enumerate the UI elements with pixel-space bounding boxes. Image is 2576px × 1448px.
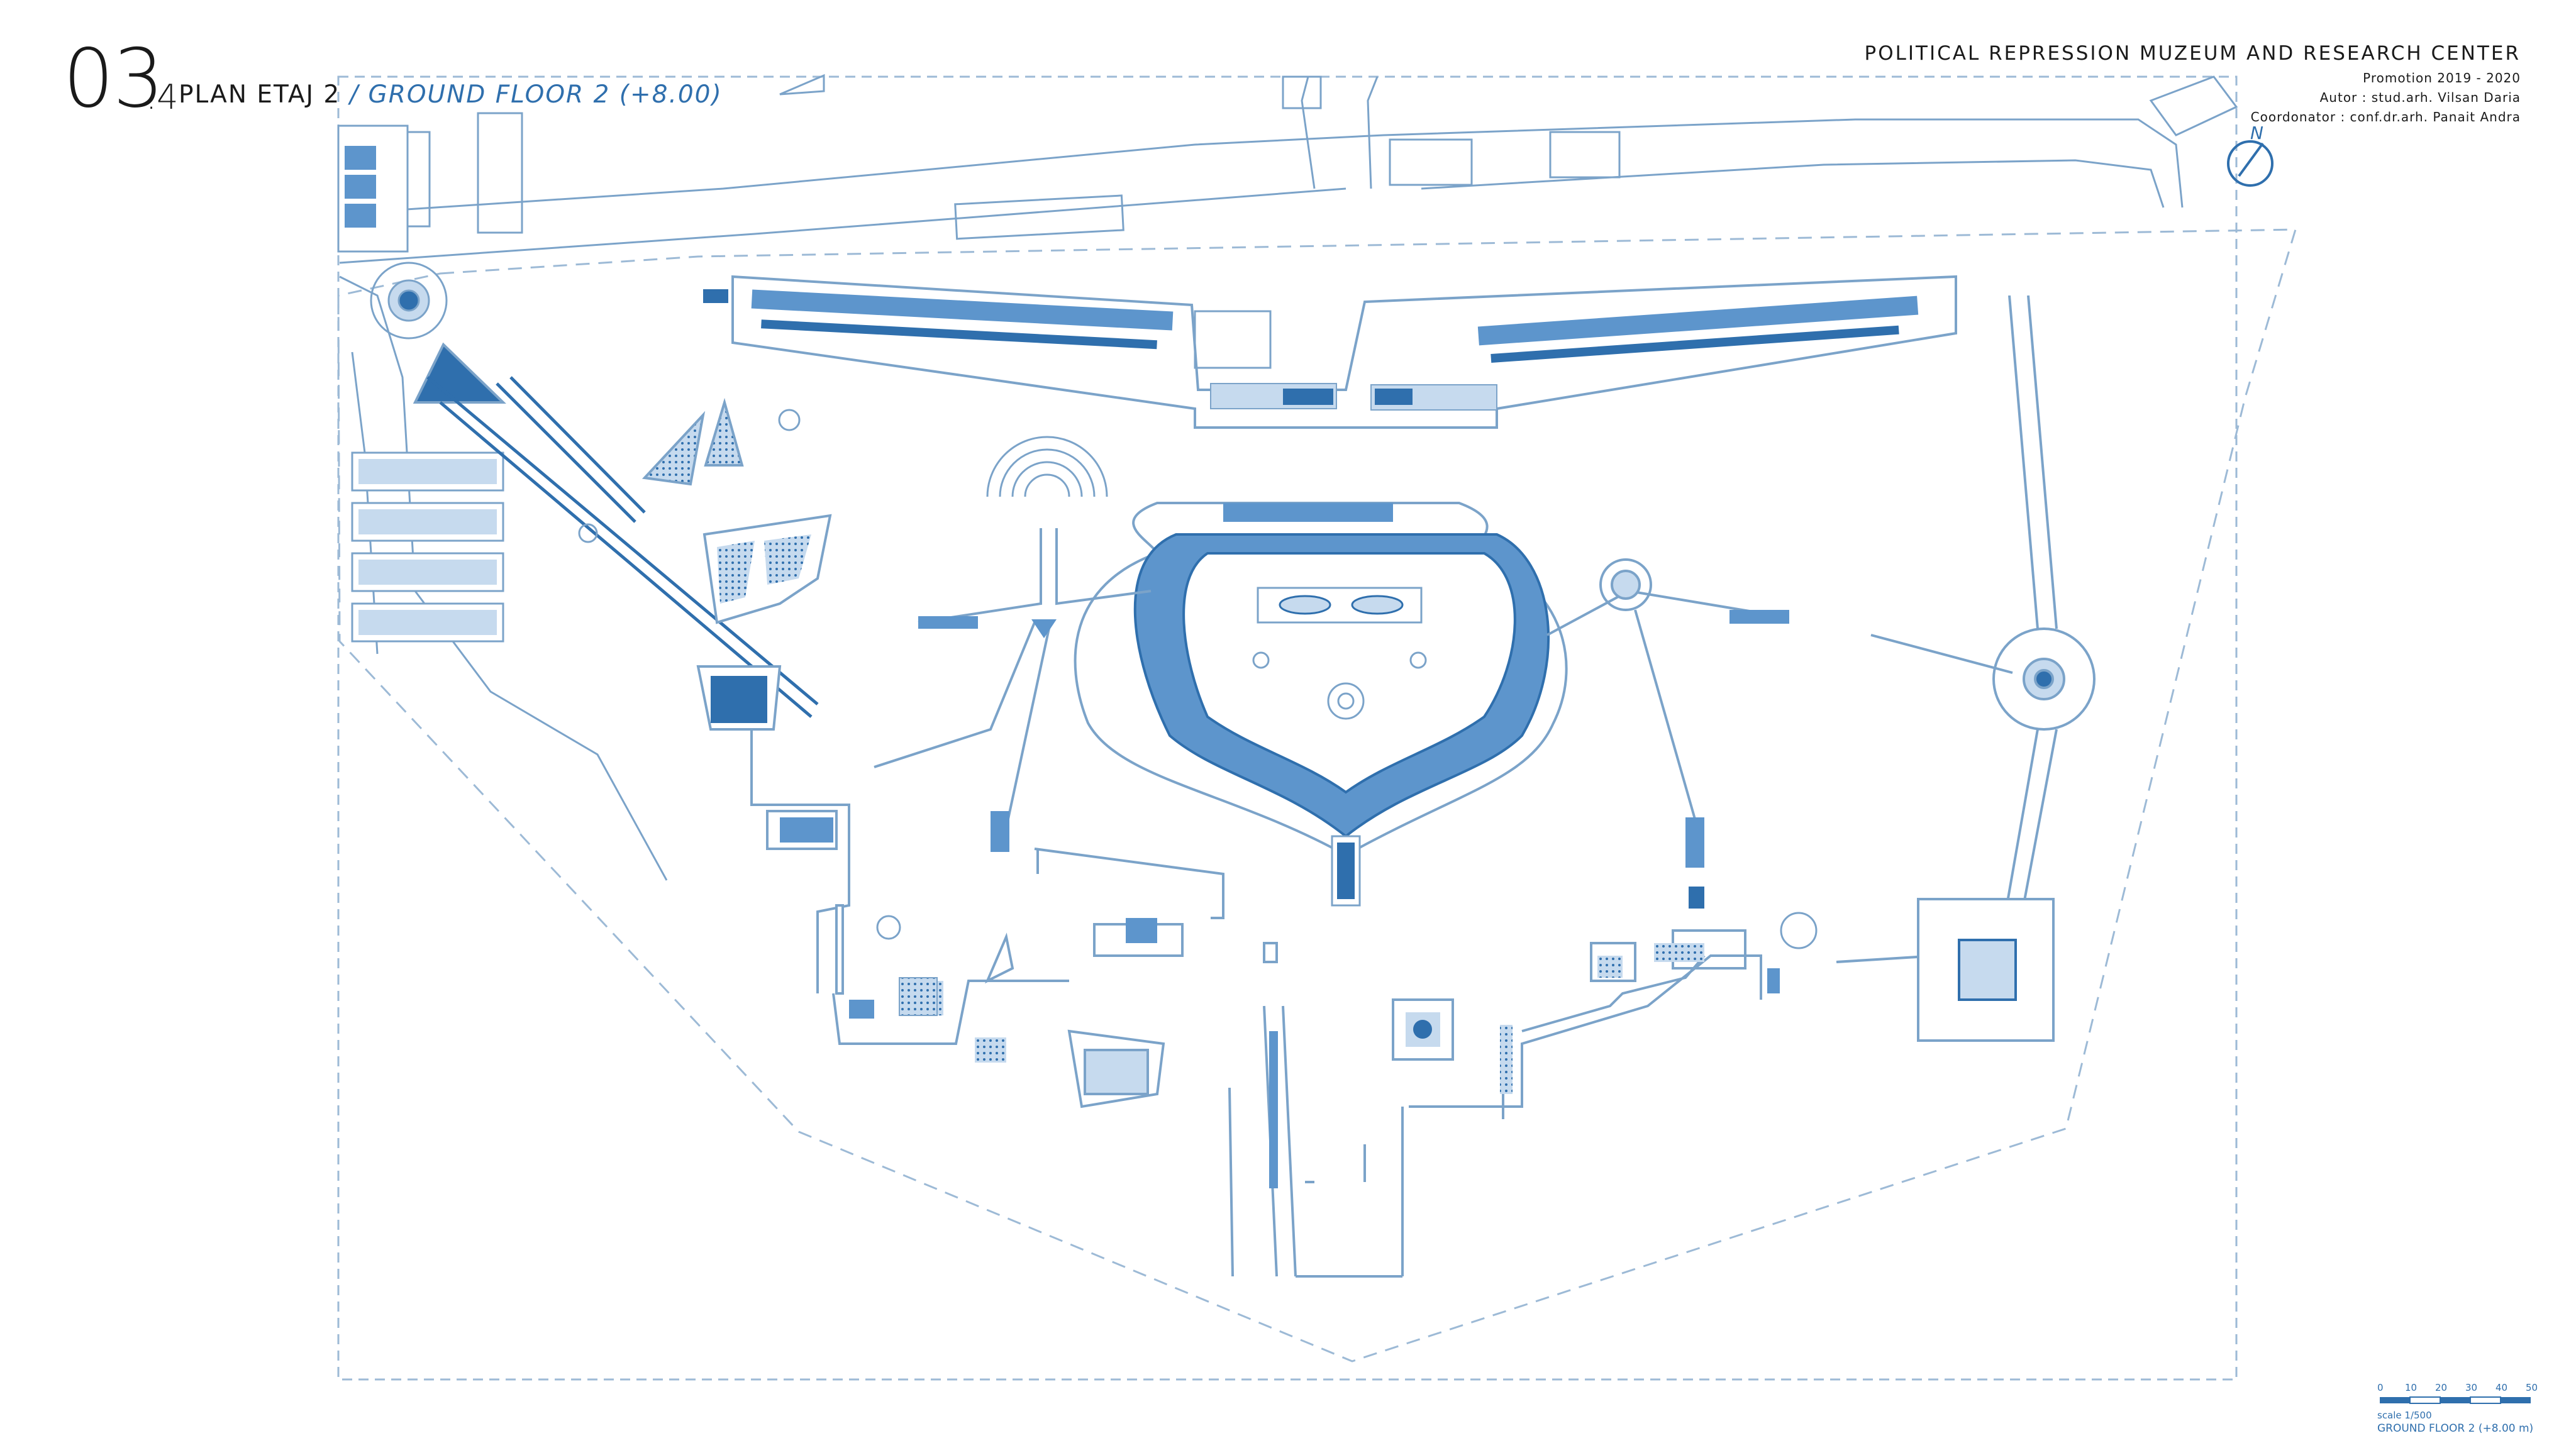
promotion-text: Promotion 2019 - 2020 — [2363, 70, 2521, 86]
scale-tick-20: 20 — [2435, 1382, 2448, 1393]
south-plaza — [1392, 998, 1454, 1061]
central-building — [1074, 502, 1568, 907]
middle-elements — [985, 848, 1278, 984]
coordinator-text: Coordonator : conf.dr.arh. Panait Andra — [2250, 109, 2521, 124]
parking-top-left — [337, 124, 431, 253]
author-text: Autor : stud.arh. Vilsan Daria — [2319, 90, 2521, 105]
scale-tick-30: 30 — [2465, 1382, 2478, 1393]
north-label: N — [2250, 123, 2263, 143]
street-top — [339, 74, 2238, 264]
scale-tick-10: 10 — [2405, 1382, 2418, 1393]
triangle-pavilion-1 — [413, 342, 506, 404]
stair-block — [1067, 1029, 1165, 1108]
middle-pavilion-fill — [1126, 918, 1157, 943]
plan-title-ro: PLAN ETAJ 2 — [179, 80, 341, 109]
circular-node-right — [1599, 558, 1652, 611]
scale-bar: 0 10 20 30 40 50 scale 1/500 GROUND FLOO… — [2377, 1378, 2566, 1441]
scale-bar-graphic — [2380, 1396, 2531, 1404]
east-path — [1992, 295, 2058, 981]
top-building — [703, 275, 1957, 429]
project-title: POLITICAL REPRESSION MUZEUM AND RESEARCH… — [1864, 42, 2521, 65]
south-spine-fill — [1269, 1031, 1278, 1188]
sheet-subnumber: .4 — [146, 77, 179, 117]
scale-text: scale 1/500 — [2377, 1410, 2432, 1421]
triangle-pavilion-3 — [704, 397, 744, 467]
diagonal-bridge — [426, 376, 819, 718]
triangle-pavilion-2 — [641, 411, 706, 486]
south-spine — [1228, 954, 1762, 1278]
sheet-number: 03 — [63, 32, 164, 126]
site-boundary — [337, 228, 2297, 1362]
parking-left — [351, 451, 504, 643]
plan-title-en: / GROUND FLOOR 2 (+8.00) — [350, 80, 723, 109]
circular-node-far-right — [1992, 627, 2096, 731]
circle-small-2 — [578, 523, 598, 543]
scale-tick-40: 40 — [2496, 1382, 2508, 1393]
radial-end-caps — [918, 610, 1789, 868]
scale-tick-50: 50 — [2526, 1382, 2538, 1393]
north-arrow — [2227, 140, 2273, 187]
southeast-fill — [1500, 887, 1780, 1094]
scale-drawing-title: GROUND FLOOR 2 (+8.00 m) — [2377, 1422, 2534, 1435]
east-pavilion-core — [1958, 939, 2017, 1001]
scale-tick-0: 0 — [2377, 1382, 2384, 1393]
amphitheatre — [986, 436, 1108, 497]
west-buildings — [696, 514, 1069, 1045]
circle-small-4 — [1780, 912, 1818, 949]
southeast-arm — [1502, 929, 1746, 1119]
circle-small-3 — [876, 915, 901, 940]
circle-small-1 — [778, 409, 801, 431]
grid-square — [899, 977, 938, 1016]
